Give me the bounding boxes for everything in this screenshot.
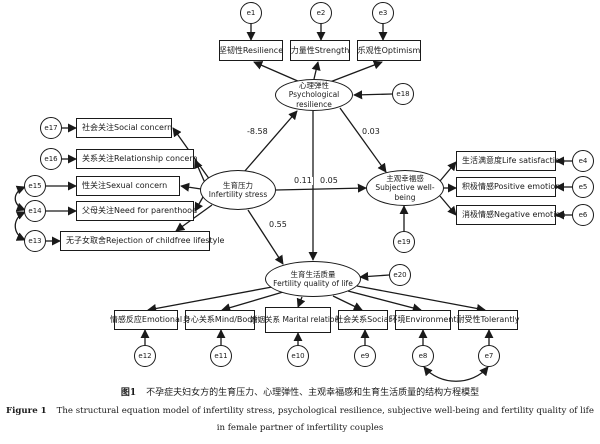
indicator-optimism: 乐观性Optimism — [357, 40, 421, 61]
caption-en-text: The structural equation model of inferti… — [56, 406, 594, 416]
indicator-sexual-concern: 性关注Sexual concern — [76, 176, 180, 196]
coef-stress-fql: 0.55 — [268, 220, 288, 229]
coef-resilience-fql: 0.05 — [319, 176, 339, 185]
indicator-tolerantly: 耐受性Tolerantly — [457, 310, 519, 330]
loading-emotional — [147, 286, 273, 313]
indicator-mind-body: 身心关系Mind/Body — [183, 310, 257, 330]
loading-rejection — [175, 204, 213, 232]
loading-social-fql — [332, 295, 363, 311]
error-e11: e11 — [210, 345, 232, 367]
error-e9: e9 — [354, 345, 376, 367]
indicator-resilience: 坚韧性Resilience — [219, 40, 283, 61]
indicator-environment: 环境Environment — [389, 310, 457, 330]
loading-resilience — [253, 61, 301, 83]
latent-fertility-quality-of-life: 生育生活质量 Fertility quality of life — [265, 261, 361, 297]
latent-label-cn: 主观幸福感 — [386, 173, 424, 183]
cov-e14-e13 — [14, 211, 26, 241]
path-resilience-wellbeing — [339, 107, 387, 173]
indicator-social: 社会关系Social — [335, 310, 391, 330]
indicator-negative-emotion: 消极情感Negative emotion — [456, 205, 565, 225]
latent-label-en: Subjective well-being — [375, 183, 435, 202]
indicator-positive-emotion: 积极情感Positive emotion — [456, 177, 560, 197]
indicator-rejection-childfree: 无子女取舍Rejection of childfree lifestyle — [60, 231, 224, 251]
latent-psychological-resilience: 心理弹性 Psychological resilience — [275, 79, 353, 111]
loading-strength — [311, 61, 321, 80]
indicator-strength: 力量性Strength — [290, 40, 350, 61]
error-e13: e13 — [24, 230, 46, 252]
latent-label-cn: 心理弹性 — [299, 80, 329, 90]
cov-e15-e14 — [14, 185, 26, 212]
path-stress-wellbeing — [275, 183, 367, 193]
indicator-life-satisfaction: 生活满意度Life satisfaction — [456, 151, 565, 171]
error-e20: e20 — [389, 264, 411, 286]
caption-cn-number: 图1 — [120, 388, 137, 398]
error-e12: e12 — [134, 345, 156, 367]
error-e1: e1 — [240, 2, 262, 24]
latent-subjective-well-being: 主观幸福感 Subjective well-being — [366, 170, 444, 206]
loading-life-satisfaction — [439, 161, 457, 182]
latent-label-en: Fertility quality of life — [273, 279, 353, 288]
coef-stress-wellbeing: 0.11 — [293, 176, 313, 185]
loading-relationship — [194, 159, 206, 184]
error-e15: e15 — [24, 175, 46, 197]
loading-mind-body — [221, 291, 284, 313]
latent-label-en: Infertility stress — [208, 190, 268, 199]
latent-label-en: Psychological resilience — [288, 90, 340, 109]
indicator-marital-relational: 婚姻关系 Marital relational — [250, 307, 346, 333]
loading-marital — [296, 296, 306, 308]
indicator-relationship-concern: 关系关注Relationship concern — [76, 149, 198, 169]
caption-cn-text: 不孕症夫妇女方的生育压力、心理弹性、主观幸福感和生育生活质量的结构方程模型 — [146, 388, 480, 398]
error-e8: e8 — [412, 345, 434, 367]
indicator-marital-label: 婚姻关系 Marital relational — [250, 315, 346, 325]
loading-negative-emotion — [439, 195, 457, 216]
error-e10: e10 — [287, 345, 309, 367]
latent-infertility-stress: 生育压力 Infertility stress — [200, 170, 276, 210]
error-e3: e3 — [372, 2, 394, 24]
error-e14: e14 — [24, 200, 46, 222]
loading-tolerantly — [356, 285, 486, 313]
indicator-emotional: 情感反应Emotional — [110, 310, 182, 330]
error-e4: e4 — [572, 150, 594, 172]
coef-stress-resilience: -8.58 — [246, 127, 269, 136]
error-e7: e7 — [478, 345, 500, 367]
indicator-need-for-parenthood: 父母关注Need for parenthood — [76, 201, 197, 221]
path-stress-fql — [247, 209, 284, 265]
error-e17: e17 — [40, 117, 62, 139]
caption-english-line2: in female partner of infertility couples — [216, 423, 384, 433]
caption-english-line1: Figure 1 The structural equation model of… — [0, 407, 600, 416]
disturbance-e20 — [359, 271, 390, 281]
error-e2: e2 — [310, 2, 332, 24]
path-stress-resilience — [243, 110, 298, 173]
error-e18: e18 — [392, 83, 414, 105]
error-e6: e6 — [572, 204, 594, 226]
loading-optimism — [329, 60, 383, 83]
latent-label-cn: 生育压力 — [223, 180, 253, 190]
caption-chinese: 图1 不孕症夫妇女方的生育压力、心理弹性、主观幸福感和生育生活质量的结构方程模型 — [0, 389, 600, 398]
indicator-social-concern: 社会关注Social concern — [76, 118, 172, 138]
error-e5: e5 — [572, 176, 594, 198]
loading-sexual — [180, 182, 202, 192]
cov-e8-e7 — [423, 366, 489, 382]
caption-en-number: Figure 1 — [6, 406, 47, 416]
loading-environment — [347, 290, 422, 313]
latent-label-cn: 生育生活质量 — [290, 269, 336, 279]
error-e19: e19 — [393, 231, 415, 253]
coef-resilience-wellbeing: 0.03 — [361, 127, 381, 136]
error-e16: e16 — [40, 148, 62, 170]
disturbance-e18 — [353, 90, 393, 100]
loading-parenthood — [194, 196, 204, 212]
